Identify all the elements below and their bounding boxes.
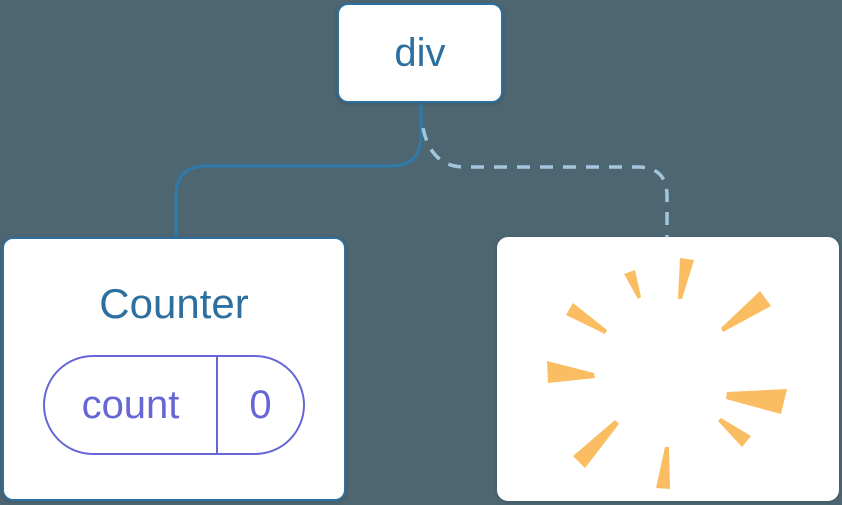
burst-ray xyxy=(721,291,771,332)
counter-title: Counter xyxy=(99,280,249,327)
node-destroyed-state xyxy=(497,237,839,501)
connector-dashed-line xyxy=(421,127,669,238)
burst-ray xyxy=(726,389,787,414)
burst-ray xyxy=(566,303,607,334)
burst-ray xyxy=(718,418,751,447)
burst-ray xyxy=(573,420,619,468)
node-root-div: div xyxy=(337,3,503,103)
connector-solid-line xyxy=(174,102,423,238)
state-pill: count 0 xyxy=(43,355,305,455)
state-pill-value: 0 xyxy=(249,382,272,427)
node-root-label: div xyxy=(394,31,446,75)
burst-ray xyxy=(624,270,641,299)
burst-ray xyxy=(547,361,595,383)
burst-ray xyxy=(678,258,694,299)
node-counter: Counter count 0 xyxy=(2,237,346,501)
starburst-icon xyxy=(547,258,787,489)
burst-ray xyxy=(656,447,670,489)
state-pill-name: count xyxy=(45,357,218,453)
